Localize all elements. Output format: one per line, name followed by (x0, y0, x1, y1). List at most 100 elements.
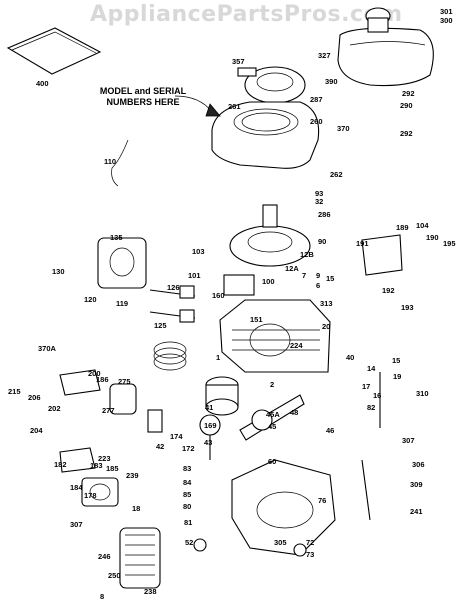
ground-wire (111, 139, 129, 187)
camshaft (199, 414, 221, 460)
part-callout: 184 (70, 483, 83, 492)
fuel-pump (59, 447, 96, 473)
exhaust-gasket (147, 409, 163, 433)
part-callout: 300 (440, 16, 453, 25)
part-callout: 12B (300, 250, 314, 259)
part-callout: 307 (402, 436, 415, 445)
oil-seal (193, 538, 207, 552)
part-callout: 174 (170, 432, 183, 441)
drain-plug (293, 543, 307, 557)
part-callout: 193 (401, 303, 414, 312)
part-callout: 160 (212, 291, 225, 300)
part-callout: 178 (84, 491, 97, 500)
lower-carburetor (81, 477, 119, 507)
part-callout: 135 (110, 233, 123, 242)
part-callout: 151 (250, 315, 263, 324)
recoil-starter (237, 66, 306, 104)
part-callout: 292 (402, 89, 415, 98)
part-callout: 8 (100, 592, 105, 601)
part-callout: 17 (362, 382, 371, 391)
arrow-head (205, 103, 221, 117)
oil-fill-tube (361, 459, 371, 521)
part-callout: 81 (184, 518, 193, 527)
part-callout: 2 (270, 380, 275, 389)
carburetor (97, 237, 147, 289)
part-callout: 224 (290, 341, 303, 350)
blower-housing (211, 101, 320, 169)
part-callout: 301 (440, 7, 453, 16)
piston (205, 376, 239, 416)
part-callout: 90 (318, 237, 327, 246)
part-callout: 15 (392, 356, 401, 365)
part-callout: 287 (310, 95, 323, 104)
part-callout: 239 (126, 471, 139, 480)
part-callout: 223 (98, 454, 111, 463)
part-callout: 16 (373, 391, 382, 400)
part-callout: 275 (118, 377, 131, 386)
part-callout: 15 (326, 274, 335, 283)
part-callout: 400 (36, 79, 49, 88)
part-callout: 189 (396, 223, 409, 232)
part-callout: 277 (102, 406, 115, 415)
part-callout: 93 (315, 189, 324, 198)
part-callout: 327 (318, 51, 331, 60)
ignition-module (223, 274, 255, 296)
part-callout: 206 (28, 393, 41, 402)
part-callout: 125 (154, 321, 167, 330)
part-callout: 306 (412, 460, 425, 469)
part-callout: 46 (326, 426, 335, 435)
part-callout: 119 (116, 299, 129, 308)
part-callout: 82 (367, 403, 376, 412)
part-callout: 45 (268, 422, 277, 431)
part-callout: 42 (156, 442, 165, 451)
part-callout: 76 (318, 496, 327, 505)
part-callout: 204 (30, 426, 43, 435)
flywheel (229, 204, 311, 267)
part-callout: 183 (90, 461, 103, 470)
part-callout: 182 (54, 460, 67, 469)
model-serial-note: MODEL and SERIAL NUMBERS HERE (99, 86, 187, 107)
cylinder-block (219, 299, 331, 373)
part-callout: 130 (52, 267, 65, 276)
part-callout: 370A (38, 344, 56, 353)
part-callout: 202 (48, 404, 61, 413)
part-callout: 307 (70, 520, 83, 529)
part-callout: 172 (182, 444, 195, 453)
part-callout: 101 (188, 271, 201, 280)
part-callout: 238 (144, 587, 157, 596)
part-callout: 290 (400, 101, 413, 110)
crankshaft (239, 394, 305, 441)
part-callout: 43 (204, 438, 213, 447)
part-callout: 9 (316, 271, 321, 280)
part-callout: 246 (98, 552, 111, 561)
part-callout: 126 (167, 283, 180, 292)
part-callout: 169 (204, 421, 217, 430)
linkage-bracket (361, 234, 403, 276)
part-callout: 6 (316, 281, 321, 290)
part-callout: 20 (322, 322, 331, 331)
part-callout: 185 (106, 464, 119, 473)
part-callout: 41 (205, 403, 214, 412)
part-callout: 72 (306, 538, 315, 547)
part-callout: 80 (183, 502, 192, 511)
part-callout: 313 (320, 299, 333, 308)
crankcase-base (231, 459, 336, 556)
watermark: AppliancePartsPros.com (90, 2, 403, 27)
part-callout: 103 (192, 247, 205, 256)
part-callout: 120 (84, 295, 97, 304)
part-callout: 215 (8, 387, 21, 396)
piston-rings (153, 341, 187, 371)
part-callout: 40 (346, 353, 355, 362)
fuel-tank (337, 7, 434, 87)
part-callout: 370 (337, 124, 350, 133)
part-callout: 186 (96, 375, 109, 384)
part-callout: 18 (132, 504, 141, 513)
part-callout: 261 (228, 102, 241, 111)
part-callout: 7 (302, 271, 307, 280)
part-callout: 84 (183, 478, 192, 487)
control-bracket (59, 369, 101, 396)
part-callout: 286 (318, 210, 331, 219)
part-callout: 1 (216, 353, 221, 362)
part-callout: 190 (426, 233, 439, 242)
